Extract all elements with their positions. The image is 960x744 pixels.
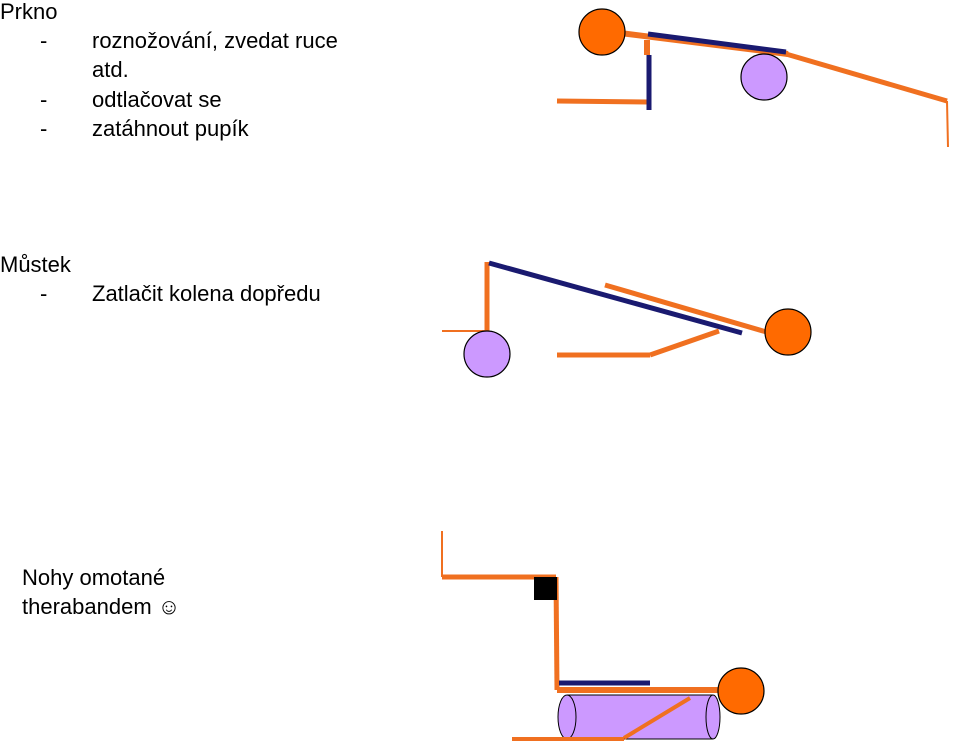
theraband-forearm [622,696,692,740]
figure-theraband [441,531,765,741]
bridge-thigh-band [488,260,743,336]
prkno-bullet-1-dash: - [40,28,48,53]
prkno-bullet-3-line-1: zatáhnout pupík [92,116,249,141]
nohy-line-1: Nohy omotané [22,565,166,590]
roller-cylinder [557,694,721,740]
prkno-bullet-1-line-1: roznožování, zvedat ruce [92,28,338,53]
mustek-title: Můstek [0,252,71,277]
plank-head [578,8,626,56]
prkno-bullet-3-dash: - [40,116,48,141]
plank-foot [946,100,949,148]
nohy-line-2: therabandem ☺ [22,594,181,619]
bridge-ball [463,330,511,378]
figure-bridge [442,260,812,378]
plank-back-band [647,31,787,55]
bridge-head [764,308,812,356]
bridge-torso [604,282,771,336]
weight-block [534,577,557,600]
mustek-bullet-1-dash: - [40,281,48,306]
figure-plank [556,8,949,148]
prkno-title: Prkno [0,0,58,24]
plank-ball [740,53,788,101]
theraband-head [717,667,765,715]
prkno-bullet-2-line-1: odtlačovat se [92,87,222,112]
prkno-bullet-2-dash: - [40,87,48,112]
plank-arm [556,98,649,105]
mustek-bullet-1-line-1: Zatlačit kolena dopředu [92,281,321,306]
bridge-forearm [649,328,720,358]
prkno-bullet-1-line-2: atd. [92,57,129,82]
plank-legs [785,51,948,104]
